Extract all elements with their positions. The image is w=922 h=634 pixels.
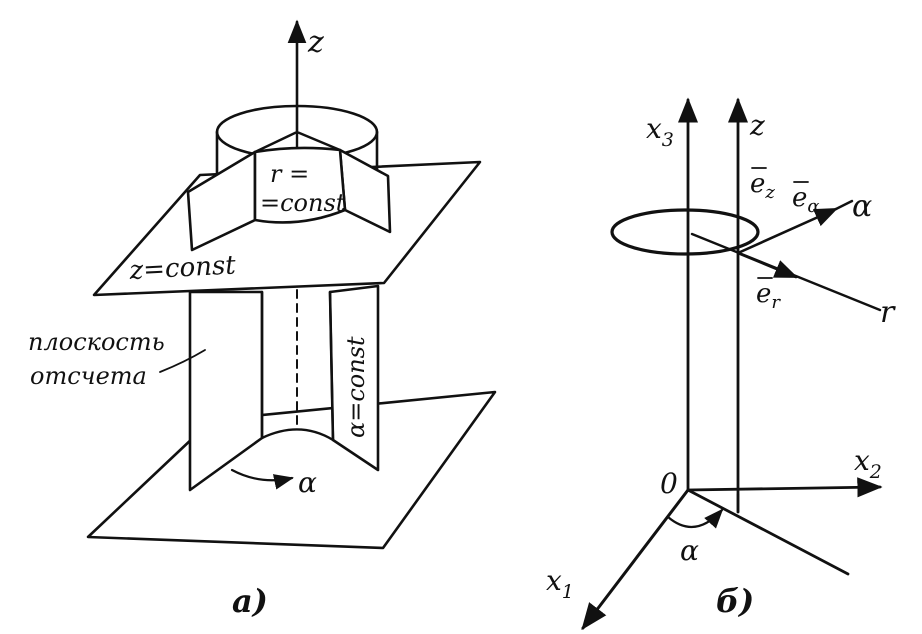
er-vector-label: er xyxy=(756,279,781,313)
alpha-angle-label-b: α xyxy=(680,534,699,567)
er-vector xyxy=(736,251,799,279)
alpha-direction-line xyxy=(834,199,854,211)
z-const-label: z=const xyxy=(128,250,237,286)
figure-a: z r = =const z=const α=const плоскость о… xyxy=(28,19,497,620)
x2-subscript: 2 xyxy=(869,461,882,483)
z-axis-label: z xyxy=(307,25,324,60)
bottom-plane xyxy=(86,390,497,550)
x1-subscript: 1 xyxy=(562,581,574,603)
base-radius-line xyxy=(686,488,850,576)
ez-vector-label: ez xyxy=(750,169,775,203)
rotation-circle xyxy=(610,208,760,256)
x1-axis xyxy=(581,488,690,631)
figure-b: x3 z ez eα α er r x2 0 α x1 б) xyxy=(546,97,896,631)
er-subscript: r xyxy=(771,292,781,313)
z-axis-label-b: z xyxy=(749,109,765,142)
r-const-label-1: r = xyxy=(270,160,309,188)
figure-a-caption: а) xyxy=(232,582,268,620)
alpha-angle-arc-b xyxy=(666,508,724,529)
alpha-angle-label: α xyxy=(298,466,317,499)
alpha-const-label: α=const xyxy=(342,336,370,438)
upper-r-surface xyxy=(253,146,347,224)
r-direction-label: r xyxy=(880,295,896,330)
reference-leader-line xyxy=(159,349,206,373)
x2-axis-label: x2 xyxy=(854,444,882,483)
lower-cylinder-wedge xyxy=(260,290,335,442)
x3-axis-label: x3 xyxy=(646,112,674,151)
r-const-label-2: =const xyxy=(260,189,346,217)
ea-vector-label: eα xyxy=(792,183,820,217)
x1-axis-label: x1 xyxy=(546,564,574,603)
figure-b-caption: б) xyxy=(716,582,754,620)
reference-plane-label-1: плоскость xyxy=(28,328,165,356)
x2-axis xyxy=(686,477,883,498)
ea-vector xyxy=(736,207,839,255)
x3-subscript: 3 xyxy=(662,129,674,151)
ea-subscript: α xyxy=(807,196,819,217)
ez-subscript: z xyxy=(764,182,775,203)
alpha-direction-label: α xyxy=(852,189,872,224)
reference-plane-label-2: отсчета xyxy=(30,362,147,390)
origin-label: 0 xyxy=(660,467,678,500)
alpha-angle-arc xyxy=(230,468,294,490)
